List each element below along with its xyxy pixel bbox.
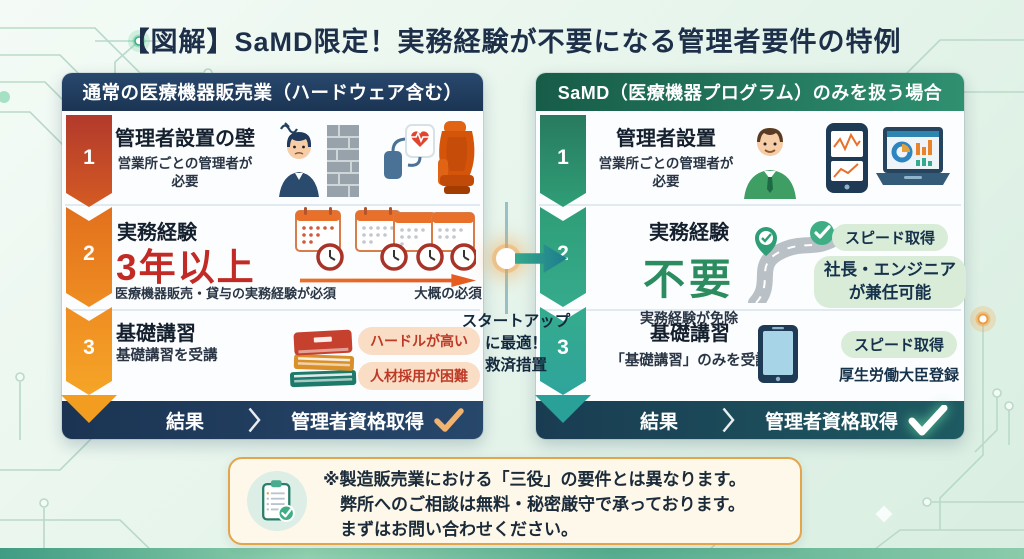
panel-standard-medical-device: 通常の医療機器販売業（ハードウェア含む） 1 2 3 管理者設置の壁 営業所ごと… [61,73,483,439]
glow-node-orange [970,306,996,332]
badge-high-hurdle: ハードルが高い [358,327,480,355]
left-result-value: 管理者資格取得 [291,411,425,433]
left-step1-chevron: 1 [66,115,112,207]
row-divider [539,204,961,206]
left-step3-title: 基礎講習 [116,323,196,345]
smartphone-chart-icon [826,123,868,193]
left-step1-title: 管理者設置の壁 [115,128,255,150]
left-result-bar: 結果 管理者資格取得 [62,401,483,439]
left-step3-badges: ハードルが高い 人材採用が困難 [356,327,482,390]
right-step1-title: 管理者設置 [616,128,716,150]
panel-samd-only: SaMD（医療機器プログラム）のみを扱う場合 1 2 3 管理者設置 営業所ごと… [535,73,966,439]
left-step2-title: 実務経験 [117,222,197,244]
glow-node-green [128,30,150,52]
right-panel-header: SaMD（医療機器プログラム）のみを扱う場合 [536,73,964,111]
medical-devices-icon [384,121,475,194]
badge-speed-acquire-2: スピード取得 [840,331,957,358]
left-step2-subtitle: 医療機器販売・貸与の実務経験が必須 [115,286,337,301]
disclaimer-note-box: ※製造販売業における「三役」の要件とは異なります。 弊所へのご相談は無料・秘密厳… [228,457,802,545]
right-step1-subtitle: 営業所ごとの管理者が 必要 [598,156,734,190]
connector-caption-line2: に最適！ [484,335,547,352]
right-step2-subtitle: 実務経験が免除 [640,310,738,326]
laptop-dashboard-icon [876,127,950,185]
clipboard-check-icon [262,480,295,522]
right-step2-highlight: 不要 [642,256,735,303]
badge-ceo-engineer: 社長・エンジニア が兼任可能 [814,256,966,308]
right-step3-subtitle: 「基礎講習」のみを受講 [610,353,770,369]
right-step2-badges: スピード取得 社長・エンジニア が兼任可能 [814,224,966,308]
right-result-label: 結果 [640,411,679,433]
badge-hiring-difficult: 人材採用が困難 [358,362,480,390]
books-stack-icon [289,329,357,388]
right-step1-text: 管理者設置 営業所ごとの管理者が 必要 [581,122,751,191]
left-step2-chevron: 2 [66,207,112,307]
chevron-right-icon [248,407,261,433]
disclaimer-line2: 弊所へのご相談は無料・秘密厳守で承っております。 [340,495,745,514]
connector-caption: スタートアップ に最適！ 救済措置 [450,311,582,377]
right-step2-title: 実務経験 [649,222,729,244]
row-divider [539,309,961,311]
right-step3-number: 3 [557,336,569,359]
badge-speed-acquire: スピード取得 [831,224,948,251]
right-step1-chevron: 1 [540,115,586,207]
calendar-clock-timeline-icon [295,207,476,271]
manager-person-icon [744,128,796,199]
connector-glow-dot [496,248,517,269]
left-step2-number: 2 [83,242,95,265]
bottom-accent-strip [0,548,1024,559]
right-step3-badges: スピード取得 厚生労働大臣登録 [824,331,974,385]
orange-check-icon [434,407,464,432]
right-step1-number: 1 [557,146,569,169]
disclaimer-line3: まずはお問い合わせください。 [340,520,578,539]
row-divider [65,309,480,311]
left-step3-subtitle: 基礎講習を受講 [116,348,218,364]
left-step2-note: 大概の必須 [414,286,482,301]
row-divider [65,204,480,206]
right-result-bar: 結果 管理者資格取得 [536,401,964,439]
left-step3-number: 3 [83,336,95,359]
tablet-icon [758,325,798,383]
chevron-right-icon [722,407,735,433]
left-step2-highlight: 3年以上 [116,247,256,288]
mhlw-registration-note: 厚生労働大臣登録 [838,367,959,384]
right-step3-title: 基礎講習 [650,323,730,345]
right-step3-chevron: 3 [540,307,586,395]
left-step1-number: 1 [83,146,95,169]
white-check-icon [908,404,948,435]
right-step2-text: 実務経験 不要 実務経験が免除 [594,216,784,328]
worried-manager-wall-icon [279,122,359,197]
right-step2-number: 2 [557,242,569,265]
disclaimer-line1: ※製造販売業における「三役」の要件とは異なります。 [323,470,746,489]
road-milestones-icon [748,221,848,303]
connector-caption-line1: スタートアップ [461,313,571,330]
left-step1-subtitle: 営業所ごとの管理者が 必要 [117,156,253,190]
connector-caption-line3: 救済措置 [484,357,547,374]
left-step3-chevron: 3 [66,307,112,395]
right-step3-text: 基礎講習 「基礎講習」のみを受講 [584,317,796,372]
left-step1-text: 管理者設置の壁 営業所ごとの管理者が 必要 [108,122,262,191]
clipboard-icon-wrap [247,471,307,531]
disclaimer-text: ※製造販売業における「三役」の要件とは異なります。 弊所へのご相談は無料・秘密厳… [323,467,746,542]
left-panel-header: 通常の医療機器販売業（ハードウェア含む） [62,73,483,111]
right-result-value: 管理者資格取得 [765,411,899,433]
left-result-label: 結果 [166,411,205,433]
page-title: 【図解】SaMD限定！実務経験が不要になる管理者要件の特例 [122,27,902,57]
